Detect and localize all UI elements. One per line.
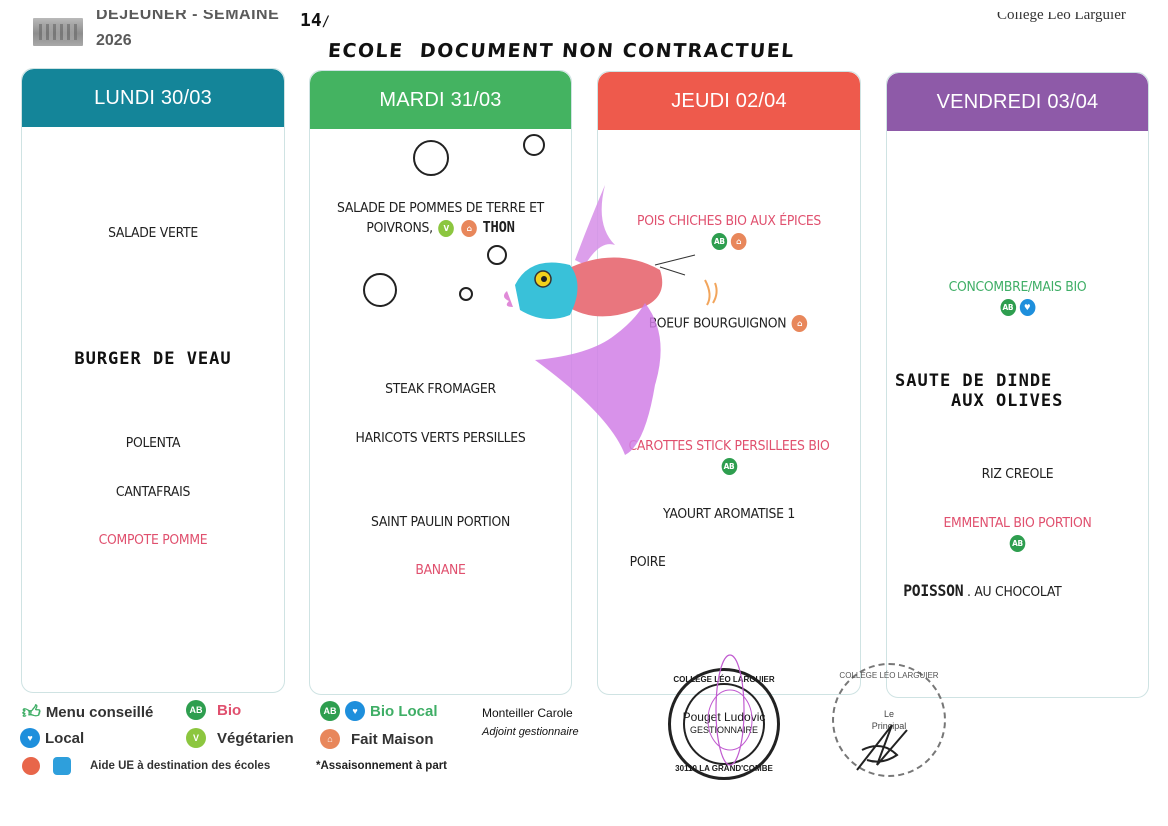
legend-label: Local [45, 729, 85, 747]
menu-title: DEJEUNER - SEMAINE [96, 10, 280, 23]
dish-saute-de-dinde: SAUTE DE DINDE AUX OLIVES [895, 371, 1148, 411]
bio-icon: AB [721, 458, 737, 475]
day-card-vendredi: VENDREDI 03/04 CONCOMBRE/MAIS BIO AB ♥ S… [886, 72, 1149, 698]
dish-au-chocolat: . AU CHOCOLAT [966, 584, 1062, 600]
bubble-drawing [413, 140, 449, 176]
dish-steak-fromager: STEAK FROMAGER [385, 381, 496, 397]
stamp-role: Principal [871, 721, 907, 731]
dish-burger-de-veau: BURGER DE VEAU [74, 349, 232, 369]
legend-aide-ue: Aide UE à destination des écoles [22, 757, 270, 775]
dish-emmental: EMMENTAL BIO PORTION AB [897, 515, 1137, 552]
handwritten-disclaimer: ECOLE DOCUMENT NON CONTRACTUEL [327, 40, 796, 62]
stamp-ring-text: COLLÈGE LÉO LARGUIER [673, 675, 775, 684]
legend-bio: AB Bio [186, 700, 241, 720]
bio-icon: AB [1009, 535, 1026, 552]
dish-salade-verte: SALADE VERTE [108, 225, 198, 241]
stamp-ring-text: COLLÈGE LÉO LARGUIER [839, 671, 939, 680]
fait-maison-icon: ⌂ [730, 233, 747, 250]
legend-local: ♥ Local [20, 728, 84, 748]
bubble-drawing [487, 245, 507, 265]
dish-line-2: POIVRONS, V ⌂ THON [320, 218, 560, 237]
dish-carottes-label: CAROTTES STICK PERSILLEES BIO [628, 438, 830, 454]
stamp-signer-name: Pouget Ludovic [682, 710, 766, 724]
dish-polenta: POLENTA [125, 435, 181, 451]
dish-poire: POIRE [629, 554, 666, 570]
dish-thon-handwritten: THON [482, 218, 515, 236]
day-card-jeudi: JEUDI 02/04 POIS CHICHES BIO AUX ÉPICES … [597, 71, 861, 695]
dish-cantafrais: CANTAFRAIS [115, 484, 191, 500]
legend-menu-conseille: 👍︎ Menu conseillé [22, 701, 153, 723]
legend-label: Menu conseillé [45, 703, 154, 721]
dish-poisson-handwritten: POISSON [903, 581, 964, 600]
day-header-vendredi: VENDREDI 03/04 [887, 73, 1148, 131]
local-icon: ♥ [345, 701, 365, 721]
stamp-gestionnaire: Pouget Ludovic GESTIONNAIRE 30110 LA GRA… [668, 668, 780, 780]
assaisonnement-note: *Assaisonnement à part [316, 760, 448, 772]
day-card-mardi: MARDI 31/03 SALADE DE POMMES DE TERRE ET… [309, 70, 572, 695]
bio-icon: AB [711, 233, 728, 250]
dish-poisson-chocolat: POISSON . AU CHOCOLAT [903, 581, 1138, 600]
legend-label: Bio [217, 701, 242, 719]
dish-riz-creole: RIZ CREOLE [981, 466, 1054, 482]
dish-compote-pomme: COMPOTE POMME [98, 532, 208, 548]
dish-pois-chiches-label: POIS CHICHES BIO AUX ÉPICES [636, 213, 822, 229]
menu-year: 2026 [96, 32, 132, 49]
legend-bio-local: AB ♥ Bio Local [320, 701, 438, 721]
bubble-drawing [523, 134, 545, 156]
signer-name: Monteiller Carole [482, 706, 573, 720]
dish-emmental-label: EMMENTAL BIO PORTION [943, 515, 1092, 531]
thumbs-up-icon: 👍︎ [22, 702, 41, 722]
bio-icon: AB [186, 700, 206, 720]
dish-saute-line2: AUX OLIVES [951, 391, 1064, 411]
stamp-principal: Le Principal COLLÈGE LÉO LARGUIER [832, 663, 946, 777]
legend-fait-maison: ⌂ Fait Maison [320, 729, 434, 749]
milk-icon [53, 757, 71, 775]
signature-scribble [707, 654, 753, 766]
day-header-lundi: LUNDI 30/03 [22, 69, 284, 127]
dish-salade-pommes-de-terre: SALADE DE POMMES DE TERRE ET POIVRONS, V… [320, 200, 560, 237]
bio-icon: AB [320, 701, 340, 721]
bubble-drawing [459, 287, 473, 301]
day-header-jeudi: JEUDI 02/04 [598, 72, 860, 130]
dish-saint-paulin: SAINT PAULIN PORTION [370, 514, 510, 530]
stamp-address: 30110 LA GRAND'COMBE [675, 764, 773, 773]
fait-maison-icon: ⌂ [461, 219, 477, 237]
fait-maison-icon: ⌂ [320, 729, 340, 749]
dish-banane: BANANE [415, 562, 466, 578]
legend-vegetarien: V Végétarien [186, 728, 294, 748]
dish-boeuf-bourguignon: BOEUF BOURGUIGNON ⌂ [608, 315, 849, 332]
local-icon: ♥ [1019, 299, 1035, 316]
day-header-mardi: MARDI 31/03 [310, 71, 571, 129]
dish-saute-line1: SAUTE DE DINDE [895, 371, 1053, 391]
dish-poivrons: POIVRONS, [366, 220, 433, 236]
dish-boeuf-label: BOEUF BOURGUIGNON [648, 315, 787, 332]
week-number: 14/ [300, 10, 331, 31]
dish-concombre-mais: CONCOMBRE/MAIS BIO AB ♥ [897, 279, 1137, 316]
legend-label: Aide UE à destination des écoles [90, 760, 271, 772]
legend-label: Bio Local [370, 702, 438, 720]
dish-line-1: SALADE DE POMMES DE TERRE ET [337, 200, 544, 216]
vegetarien-icon: V [186, 728, 206, 748]
stamp-role: GESTIONNAIRE [689, 725, 758, 735]
fait-maison-icon: ⌂ [791, 315, 808, 332]
dish-carottes-stick: CAROTTES STICK PERSILLEES BIO AB [608, 438, 849, 475]
dish-concombre-label: CONCOMBRE/MAIS BIO [948, 279, 1087, 295]
stamp-title: Le [883, 709, 894, 719]
legend-label: Fait Maison [351, 730, 434, 748]
signer-role: Adjoint gestionnaire [482, 726, 579, 738]
legend-label: Végétarien [217, 729, 294, 747]
dish-haricots-verts: HARICOTS VERTS PERSILLES [355, 430, 526, 446]
local-icon: ♥ [20, 728, 40, 748]
college-name: College Leo Larguier [997, 12, 1126, 23]
dish-pois-chiches: POIS CHICHES BIO AUX ÉPICES AB ⌂ [608, 213, 849, 250]
college-logo [33, 18, 83, 46]
bubble-drawing [363, 273, 397, 307]
apple-icon [22, 757, 40, 775]
bio-icon: AB [1000, 299, 1016, 316]
day-card-lundi: LUNDI 30/03 SALADE VERTE BURGER DE VEAU … [21, 68, 285, 693]
vegetarien-icon: V [438, 219, 454, 237]
principal-signature [856, 724, 908, 771]
dish-yaourt: YAOURT AROMATISE 1 [662, 506, 796, 522]
